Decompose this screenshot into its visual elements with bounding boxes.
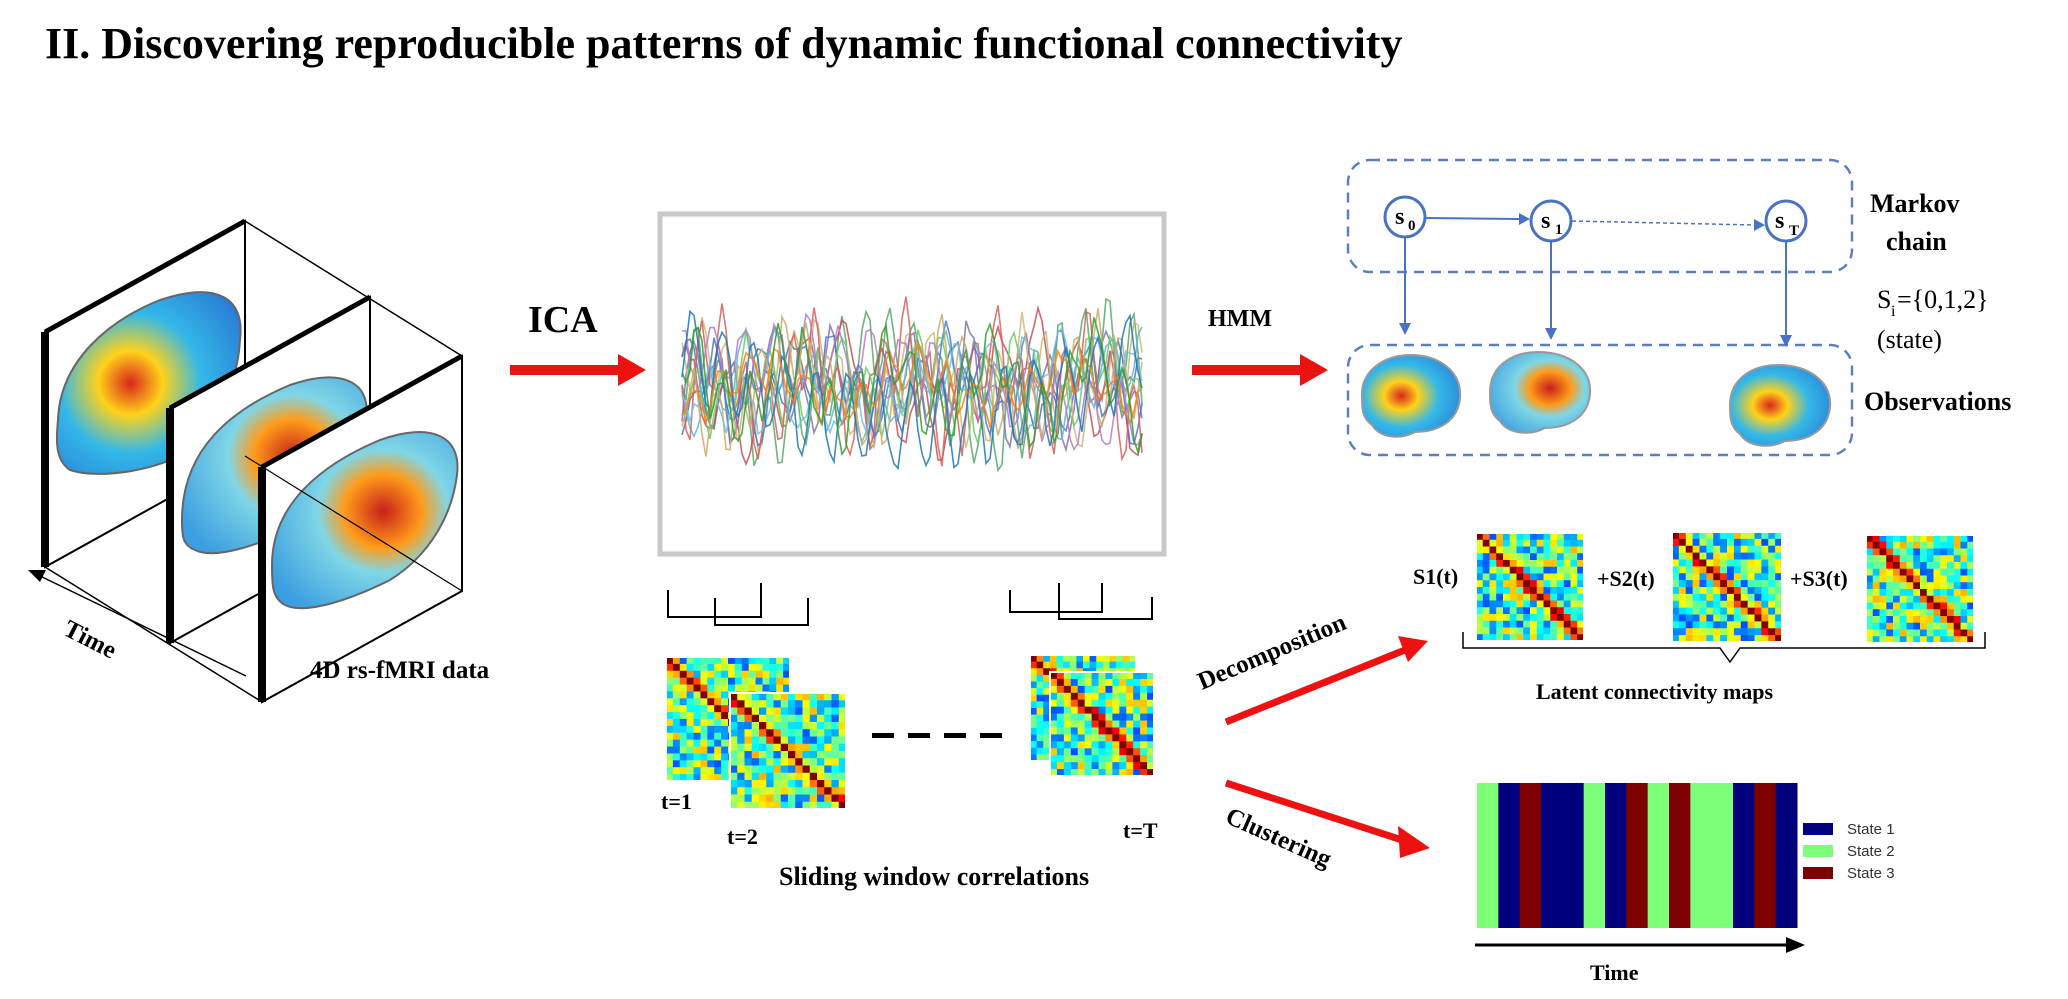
- svg-text:={0,1,2}: ={0,1,2}: [1897, 285, 1989, 314]
- legend-label-state-2: State 2: [1847, 842, 1895, 860]
- state-bar: [1775, 783, 1798, 928]
- legend-label-state-3: State 3: [1847, 864, 1895, 882]
- svg-text:S: S: [1877, 285, 1891, 314]
- ica-timeseries-panel: [657, 211, 1167, 557]
- fmri-stack: Time 4D rs-fMRI data: [28, 218, 490, 704]
- ellipsis-dashes: [872, 733, 1002, 738]
- markov-chain-box: [1346, 158, 1854, 274]
- state-bar: [1754, 783, 1777, 928]
- sliding-caption: Sliding window correlations: [779, 862, 1089, 891]
- clustering-branch: Clustering Time: [1222, 779, 1805, 985]
- legend-item-state-3: State 3: [1803, 862, 1895, 884]
- svg-text:T: T: [1789, 223, 1799, 239]
- legend-swatch-state-3: [1803, 867, 1833, 879]
- state-bar: [1647, 783, 1670, 928]
- ica-arrow: ICA: [510, 299, 646, 386]
- state-node-s0: s 0: [1383, 195, 1427, 239]
- corr-matrix-tT-front: [1049, 671, 1155, 777]
- state-bar: [1626, 783, 1649, 928]
- hmm-block: s 0 s 1 s T Markov chain: [1346, 158, 2011, 457]
- term-s3: +S3(t): [1790, 566, 1848, 591]
- sliding-correlation-matrices: [665, 654, 1155, 810]
- decomposition-branch: Decomposition S1(t) +S2(t) +S3(t) Latent…: [1194, 531, 1986, 726]
- timeseries-line: [681, 337, 1143, 436]
- corr-matrix-t2: [729, 692, 847, 810]
- hmm-label: HMM: [1208, 306, 1272, 332]
- timeseries-lines: [681, 296, 1143, 473]
- state-node-s1: s 1: [1529, 199, 1573, 243]
- svg-text:s: s: [1775, 208, 1784, 234]
- ica-label: ICA: [528, 299, 598, 341]
- state-bar: [1583, 783, 1606, 928]
- state-definition: S i ={0,1,2}: [1877, 285, 1989, 320]
- state-bar: [1477, 783, 1499, 928]
- timeseries-line: [681, 309, 1143, 471]
- term-s2: +S2(t): [1597, 566, 1655, 591]
- latent-connectivity-maps: [1475, 531, 1975, 644]
- state-sequence-plot: [1477, 783, 1798, 928]
- legend-item-state-1: State 1: [1803, 818, 1895, 840]
- observations-label: Observations: [1864, 387, 2011, 416]
- timeseries-line: [681, 317, 1143, 457]
- timeseries-line: [681, 342, 1143, 428]
- state-bar: [1605, 783, 1627, 928]
- latent-brace: [1462, 632, 1986, 664]
- time-label: Time: [59, 615, 120, 664]
- markov-label-line1: Markov: [1870, 189, 1960, 218]
- state-bar: [1669, 783, 1691, 928]
- state-definition-note: (state): [1877, 325, 1942, 354]
- state-bar: [1711, 783, 1734, 928]
- svg-text:1: 1: [1555, 222, 1563, 238]
- svg-text:0: 0: [1408, 218, 1416, 234]
- window-label-tT: t=T: [1123, 818, 1158, 843]
- observation-brain-2: [1488, 350, 1592, 434]
- window-label-t2: t=2: [727, 824, 758, 849]
- hmm-arrow: HMM: [1192, 306, 1328, 386]
- timeseries-line: [681, 320, 1143, 453]
- latent-map-2: [1671, 531, 1783, 643]
- legend-label-state-1: State 1: [1847, 820, 1895, 838]
- state-bar: [1690, 783, 1713, 928]
- fmri-data-label: 4D rs-fMRI data: [310, 657, 490, 684]
- window-label-t1: t=1: [661, 789, 692, 814]
- state-node-sT: s T: [1764, 199, 1808, 243]
- observation-brain-1: [1360, 353, 1462, 438]
- observation-brain-3: [1728, 363, 1832, 447]
- svg-text:s: s: [1395, 204, 1404, 230]
- state-bar: [1498, 783, 1521, 928]
- svg-text:s: s: [1541, 208, 1550, 234]
- state-bar: [1519, 783, 1542, 928]
- state-legend: State 1 State 2 State 3: [1803, 818, 1895, 884]
- latent-map-3: [1865, 534, 1975, 644]
- sliding-windows: [667, 583, 1153, 626]
- brain-slice-3: [270, 431, 459, 610]
- legend-swatch-state-1: [1803, 823, 1833, 835]
- clustering-time-label: Time: [1590, 960, 1639, 985]
- legend-item-state-2: State 2: [1803, 840, 1895, 862]
- term-s1: S1(t): [1413, 564, 1458, 589]
- state-bar: [1541, 783, 1563, 928]
- time-axis: [35, 573, 247, 677]
- markov-label-line2: chain: [1886, 227, 1947, 256]
- page-title: II. Discovering reproducible patterns of…: [45, 19, 1403, 68]
- timeseries-line: [681, 326, 1143, 436]
- state-bar: [1733, 783, 1755, 928]
- latent-caption: Latent connectivity maps: [1536, 679, 1774, 704]
- observations-box: [1346, 343, 1854, 457]
- latent-map-1: [1475, 532, 1585, 642]
- svg-text:i: i: [1891, 303, 1896, 320]
- state-bar: [1562, 783, 1585, 928]
- legend-swatch-state-2: [1803, 845, 1833, 857]
